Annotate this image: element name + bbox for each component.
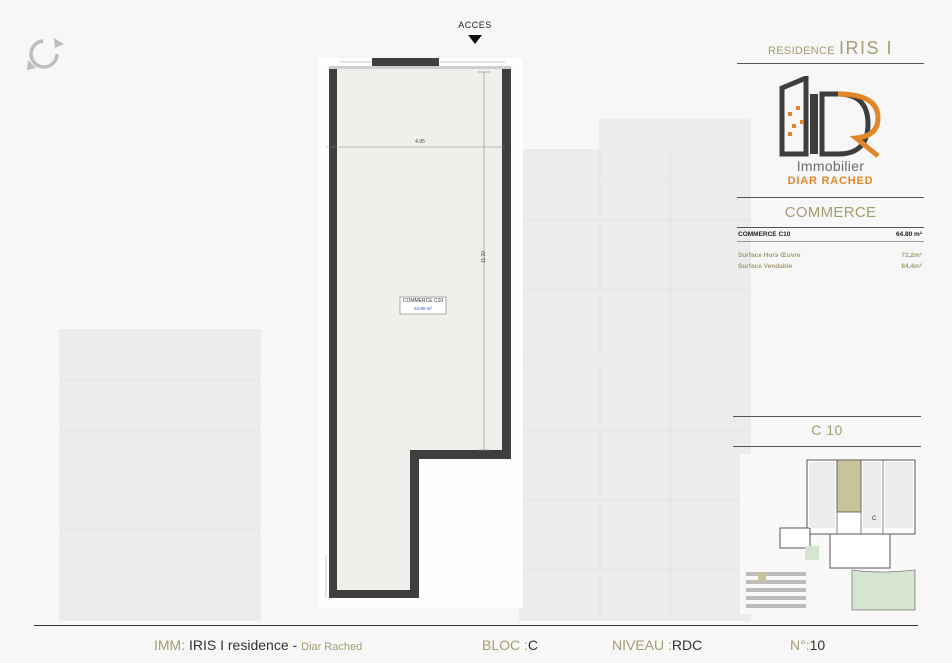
dimension-length: 11.20 xyxy=(481,250,487,264)
divider xyxy=(733,446,921,447)
surface-vendable-value: 84,4m² xyxy=(901,263,922,270)
room-label: COMMERCE C10 xyxy=(402,298,444,304)
bloc-value: C xyxy=(527,637,539,653)
divider xyxy=(737,227,924,228)
footer-bloc: BLOC :C xyxy=(482,637,538,653)
brand-line-2: DIAR RACHED xyxy=(787,175,874,187)
surface-hors-oeuvre-value: 72,2m² xyxy=(901,252,922,259)
surface-vendable-label: Surface Vendable xyxy=(738,263,793,270)
imm-label: IMM: xyxy=(154,637,186,653)
footer-imm: IMM: IRIS I residence - Diar Rached xyxy=(154,637,362,653)
niveau-value: RDC xyxy=(671,637,703,653)
imm-value: IRIS I residence xyxy=(189,637,289,653)
access-label: ACCES xyxy=(458,20,492,30)
residence-name: IRIS I xyxy=(838,38,893,58)
imm-company: Diar Rached xyxy=(301,641,363,653)
bloc-label: BLOC : xyxy=(482,637,528,653)
footer-divider xyxy=(34,625,918,626)
surface-hors-oeuvre-label: Surface Hors Œuvre xyxy=(738,252,801,259)
lot-area: 64.80 m² xyxy=(895,231,922,238)
access-arrow-icon xyxy=(468,35,482,44)
imm-separator: - xyxy=(288,637,302,653)
numero-value: 10 xyxy=(809,637,826,653)
section-title: COMMERCE xyxy=(784,204,877,221)
dimension-width: 4.95 xyxy=(415,139,425,145)
divider xyxy=(733,416,921,417)
residence-prefix: RESIDENCE xyxy=(768,45,835,57)
niveau-label: NIVEAU : xyxy=(612,637,672,653)
key-plan xyxy=(740,454,918,614)
divider xyxy=(737,241,924,242)
footer-niveau: NIVEAU :RDC xyxy=(612,637,702,653)
lot-name: COMMERCE C10 xyxy=(738,231,791,238)
divider xyxy=(737,197,924,198)
keyplan-title: C 10 xyxy=(811,422,843,438)
keyplan-marker: C xyxy=(872,516,877,522)
divider xyxy=(737,63,924,64)
refresh-logo-icon xyxy=(27,38,64,70)
brand-line-1: Immobilier xyxy=(796,158,865,174)
numero-label: N°: xyxy=(790,637,810,653)
room-area: 64.80 m² xyxy=(414,306,432,311)
footer-numero: N°:10 xyxy=(790,637,825,653)
diar-rached-logo-icon xyxy=(779,76,881,158)
